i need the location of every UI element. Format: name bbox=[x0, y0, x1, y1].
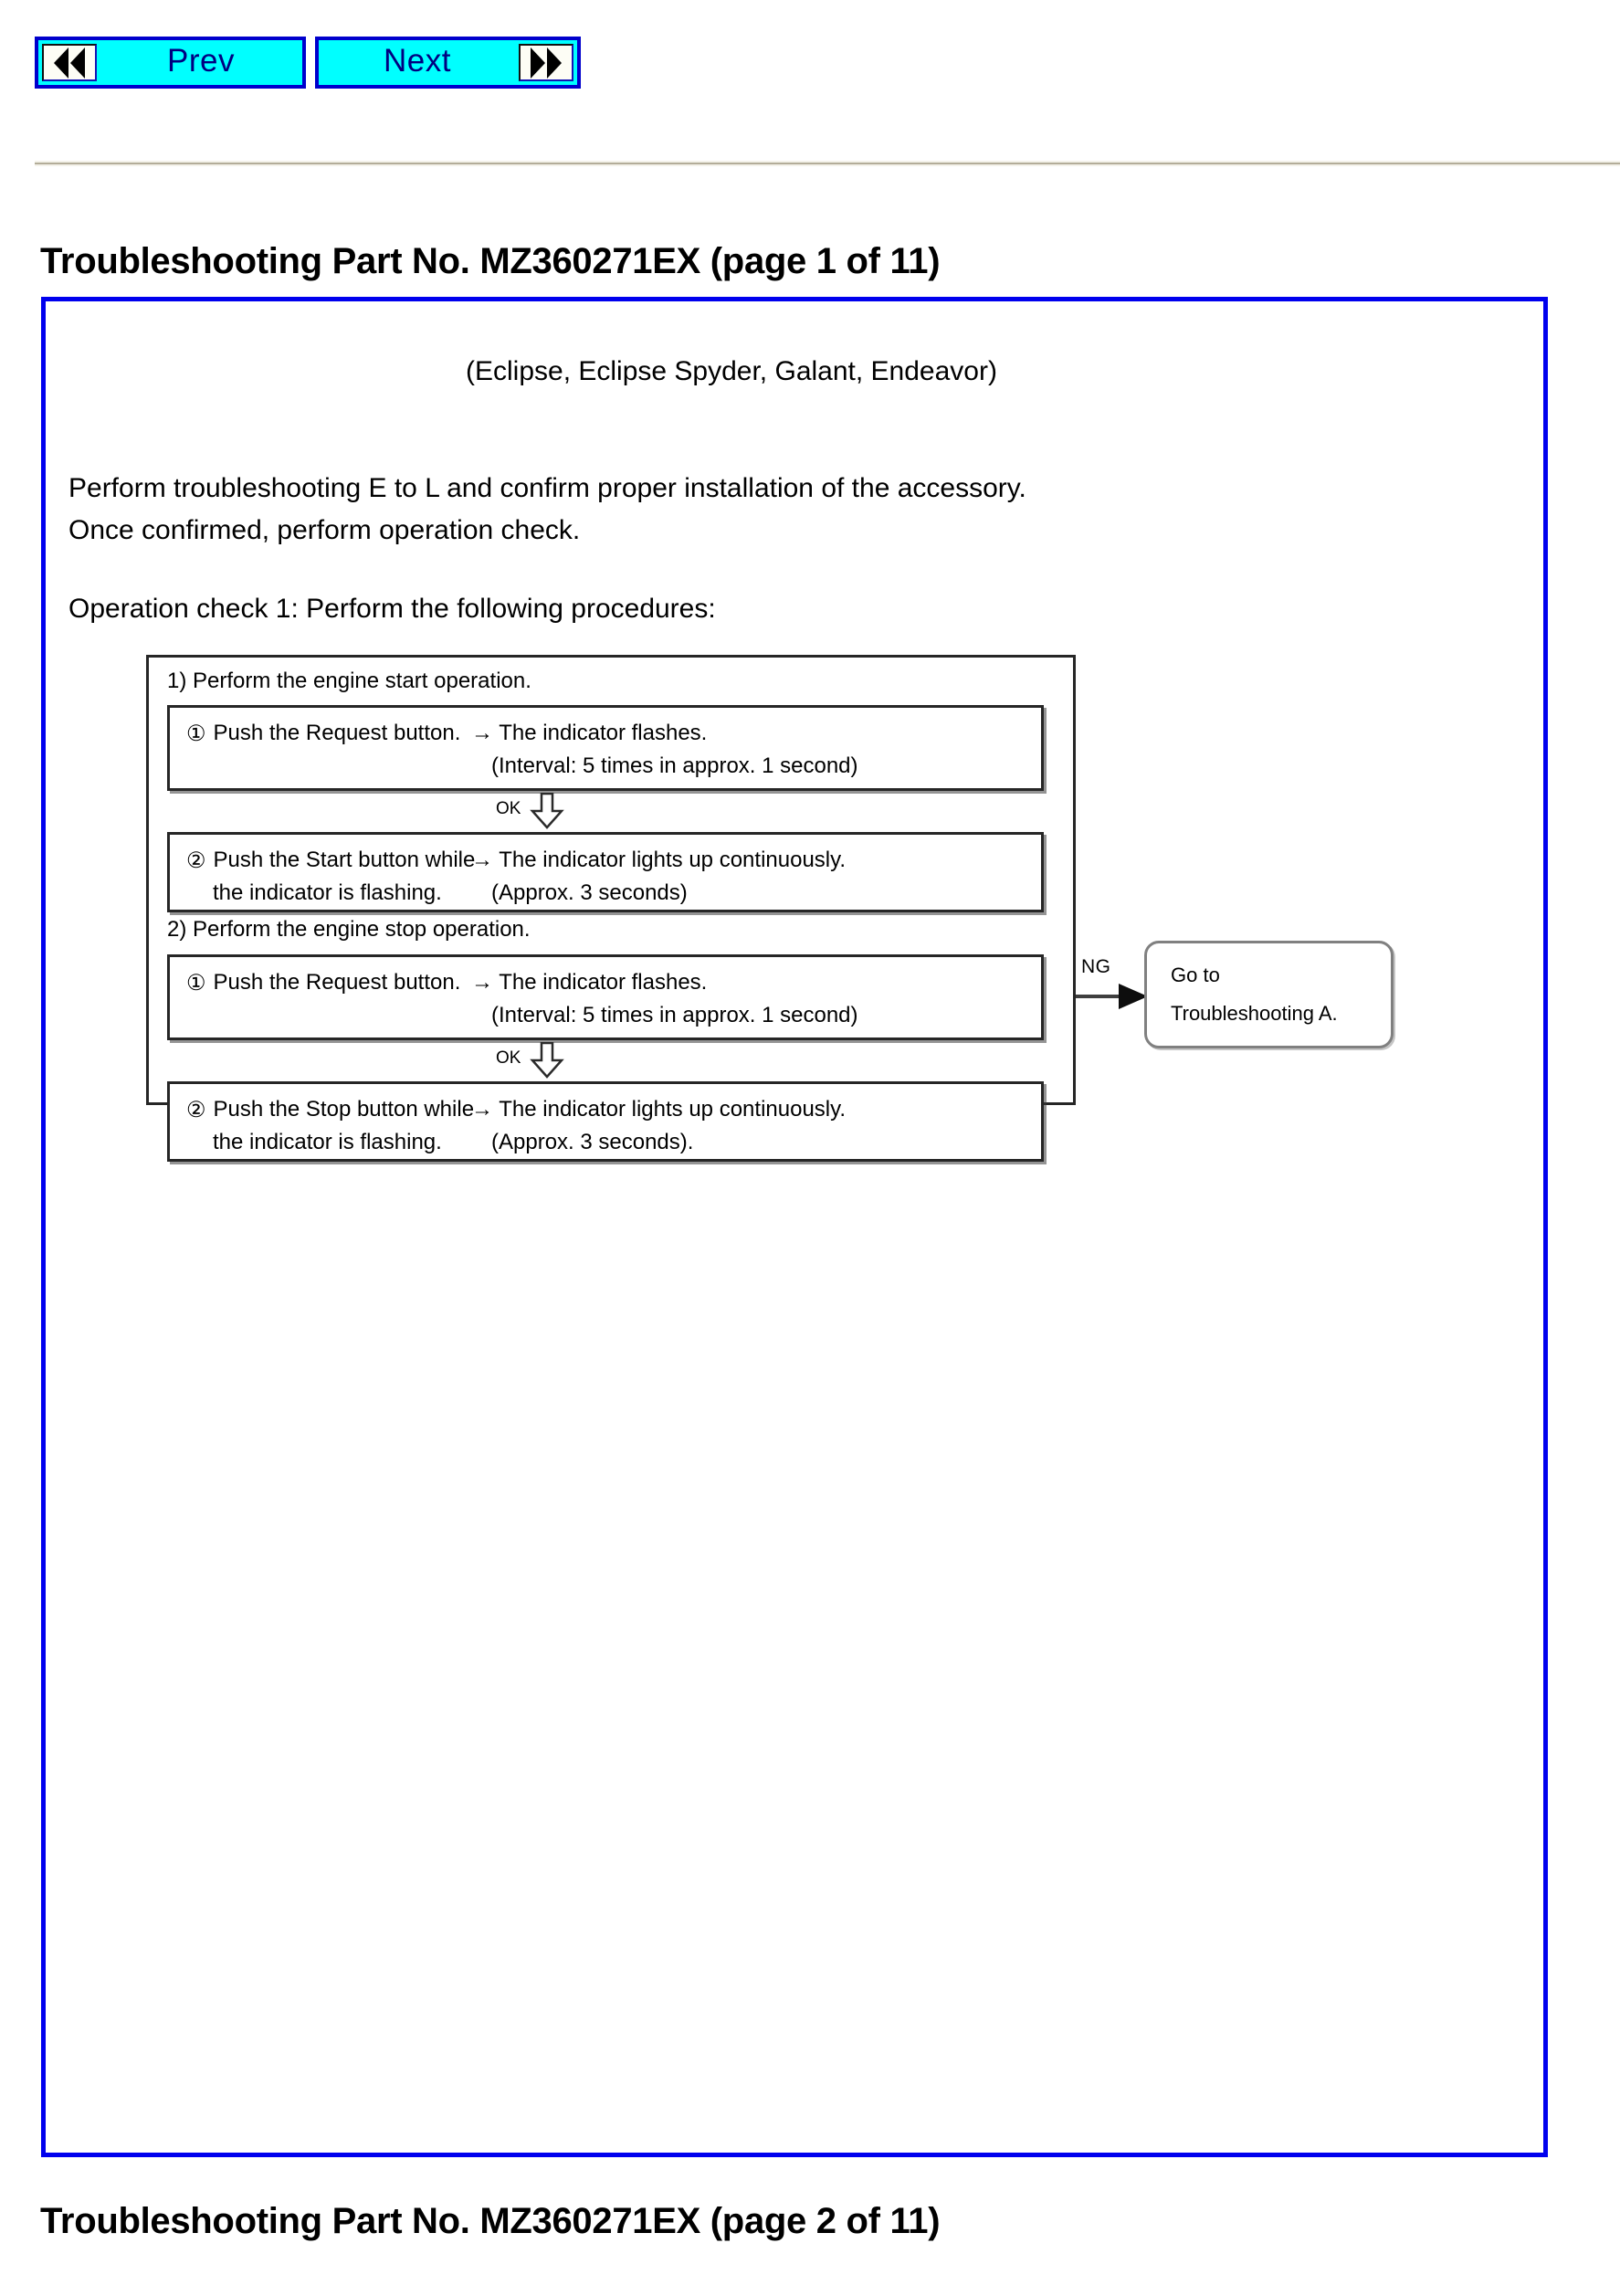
ok-arrow-group-1: OK bbox=[496, 793, 566, 829]
circled-number-2-icon: ② bbox=[186, 848, 206, 873]
step-2-1-action-text: Push the Request button. bbox=[213, 970, 461, 995]
next-button-label: Next bbox=[384, 43, 451, 79]
step-box-2-1: ① Push the Request button. → The indicat… bbox=[167, 954, 1044, 1040]
ok-arrow-group-2: OK bbox=[496, 1042, 566, 1079]
intro-line-1: Perform troubleshooting E to L and confi… bbox=[68, 473, 1026, 503]
section-1-heading: 1) Perform the engine start operation. bbox=[167, 669, 531, 693]
next-button[interactable]: Next bbox=[315, 37, 581, 89]
prev-button[interactable]: Prev bbox=[35, 37, 306, 89]
header-divider bbox=[35, 161, 1620, 166]
vehicle-models-text: (Eclipse, Eclipse Spyder, Galant, Endeav… bbox=[466, 356, 997, 386]
ng-arrowhead-icon bbox=[1117, 981, 1150, 1016]
step-1-1-result: → The indicator flashes. bbox=[471, 721, 708, 745]
step-1-1-action: ① Push the Request button. bbox=[186, 721, 469, 747]
rewind-double-left-icon bbox=[42, 44, 97, 81]
step-box-2-2: ② Push the Stop button while the indicat… bbox=[167, 1081, 1044, 1162]
ng-connector-line bbox=[1076, 995, 1119, 998]
step-1-1-detail: (Interval: 5 times in approx. 1 second) bbox=[491, 753, 858, 778]
down-arrow-icon bbox=[528, 1042, 566, 1079]
step-box-1-1: ① Push the Request button. → The indicat… bbox=[167, 705, 1044, 791]
operation-check-heading: Operation check 1: Perform the following… bbox=[68, 594, 716, 624]
page-title-1: Troubleshooting Part No. MZ360271EX (pag… bbox=[40, 241, 941, 281]
operation-check-flowchart: 1) Perform the engine start operation. ①… bbox=[146, 655, 1076, 1162]
step-2-1-result: → The indicator flashes. bbox=[471, 970, 708, 995]
page-title-2: Troubleshooting Part No. MZ360271EX (pag… bbox=[40, 2201, 941, 2241]
step-2-2-action-text-2: the indicator is flashing. bbox=[213, 1130, 442, 1154]
step-1-2-action-text: Push the Start button while bbox=[213, 848, 476, 872]
step-2-1-action: ① Push the Request button. bbox=[186, 970, 469, 996]
step-1-1-action-text: Push the Request button. bbox=[213, 721, 461, 745]
step-2-2-action: ② Push the Stop button while bbox=[186, 1097, 474, 1123]
step-2-2-result: → The indicator lights up continuously. bbox=[471, 1097, 847, 1122]
ok-label-2: OK bbox=[496, 1048, 521, 1068]
circled-number-1-icon: ① bbox=[186, 971, 206, 995]
down-arrow-icon bbox=[528, 793, 566, 829]
ok-label-1: OK bbox=[496, 799, 521, 818]
step-box-1-2: ② Push the Start button while the indica… bbox=[167, 832, 1044, 912]
ng-branch-label: NG bbox=[1081, 956, 1111, 977]
goto-troubleshooting-a-box: Go to Troubleshooting A. bbox=[1144, 941, 1394, 1048]
step-1-2-action-text-2: the indicator is flashing. bbox=[213, 880, 442, 905]
intro-text: Perform troubleshooting E to L and confi… bbox=[68, 468, 1026, 552]
step-2-2-detail: (Approx. 3 seconds). bbox=[491, 1130, 694, 1154]
page-content-frame: (Eclipse, Eclipse Spyder, Galant, Endeav… bbox=[41, 297, 1548, 2157]
step-1-2-action: ② Push the Start button while bbox=[186, 848, 475, 874]
step-2-2-action-text: Push the Stop button while bbox=[213, 1097, 475, 1122]
step-1-2-result: → The indicator lights up continuously. bbox=[471, 848, 847, 872]
step-2-1-detail: (Interval: 5 times in approx. 1 second) bbox=[491, 1003, 858, 1027]
goto-line-2: Troubleshooting A. bbox=[1171, 1002, 1338, 1025]
circled-number-2-icon: ② bbox=[186, 1098, 206, 1122]
section-2-heading: 2) Perform the engine stop operation. bbox=[167, 917, 531, 942]
circled-number-1-icon: ① bbox=[186, 721, 206, 746]
prev-button-label: Prev bbox=[167, 43, 235, 79]
goto-line-1: Go to bbox=[1171, 964, 1220, 986]
intro-line-2: Once confirmed, perform operation check. bbox=[68, 515, 581, 545]
navigation-bar: Prev Next bbox=[35, 37, 581, 89]
step-1-2-detail: (Approx. 3 seconds) bbox=[491, 880, 688, 905]
fastforward-double-right-icon bbox=[519, 44, 573, 81]
